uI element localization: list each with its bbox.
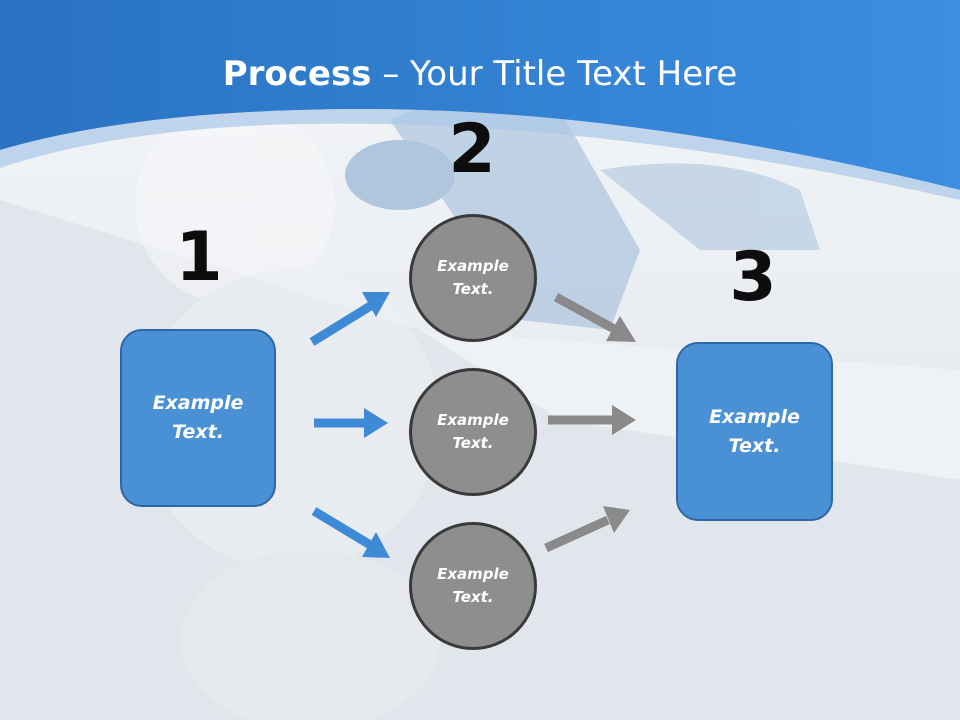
arrow-left-to-middle — [314, 408, 388, 438]
circle-bottom-text: Example Text. — [437, 565, 509, 606]
arrow-left-to-bottom — [311, 507, 390, 558]
circle-top[interactable]: Example Text. — [409, 214, 537, 342]
step-number-1: 1 — [175, 218, 223, 297]
start-box[interactable]: Example Text. — [120, 329, 276, 507]
arrow-middle-to-right — [548, 405, 636, 435]
circle-middle[interactable]: Example Text. — [409, 368, 537, 496]
circle-top-text: Example Text. — [437, 257, 509, 298]
step-number-3: 3 — [729, 238, 777, 317]
gray-arrows — [544, 293, 636, 553]
start-box-text: Example Text. — [152, 392, 244, 443]
slide-title: Process – Your Title Text Here — [0, 52, 960, 96]
title-bold: Process — [222, 54, 372, 94]
title-rest: – Your Title Text Here — [371, 54, 738, 94]
end-box[interactable]: Example Text. — [676, 342, 833, 521]
arrow-top-to-right — [553, 293, 636, 342]
arrow-bottom-to-right — [544, 506, 630, 553]
blue-arrows — [309, 292, 390, 558]
circle-bottom[interactable]: Example Text. — [409, 522, 537, 650]
step-number-2: 2 — [448, 110, 496, 189]
end-box-text: Example Text. — [709, 405, 800, 457]
circle-middle-text: Example Text. — [437, 411, 509, 452]
arrow-left-to-top — [309, 292, 390, 346]
